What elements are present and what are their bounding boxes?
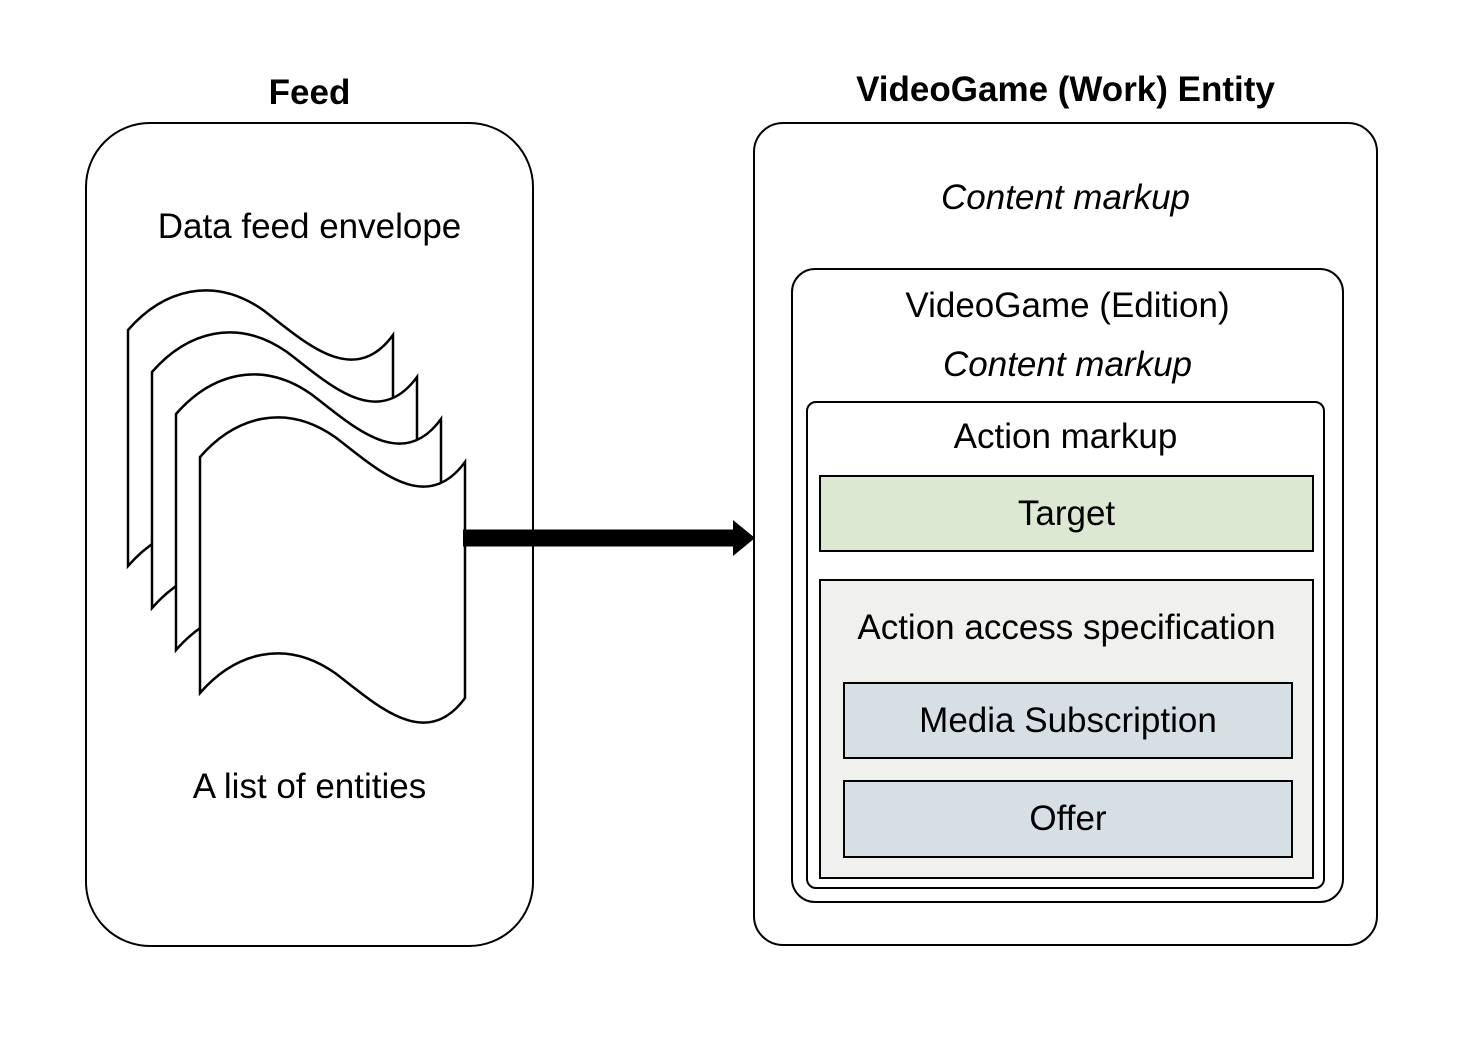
document-stack-icon xyxy=(126,289,467,724)
offer-label: Offer xyxy=(1029,799,1107,838)
edition-title: VideoGame (Edition) xyxy=(905,286,1230,325)
media-subscription-label: Media Subscription xyxy=(919,700,1217,740)
entity-title: VideoGame (Work) Entity xyxy=(856,70,1275,109)
work-content-markup-label: Content markup xyxy=(940,178,1191,217)
media-subscription-box: Media Subscription xyxy=(843,682,1293,759)
edition-content-markup-label: Content markup xyxy=(942,345,1193,384)
flow-arrow xyxy=(463,520,755,556)
target-label: Target xyxy=(1017,493,1116,533)
feed-title: Feed xyxy=(268,73,351,112)
videogame-work-entity-box: Content markup VideoGame (Edition) Conte… xyxy=(753,122,1378,946)
feed-box: Data feed envelope A list of entities xyxy=(85,122,534,947)
action-access-spec-box: Action access specification Media Subscr… xyxy=(819,579,1314,879)
data-feed-envelope-label: Data feed envelope xyxy=(157,207,462,246)
action-markup-box: Action markup Target Action access speci… xyxy=(806,401,1325,889)
offer-box: Offer xyxy=(843,780,1293,858)
entities-list-label: A list of entities xyxy=(192,767,427,806)
target-box: Target xyxy=(819,475,1314,552)
videogame-edition-box: VideoGame (Edition) Content markup Actio… xyxy=(791,268,1344,903)
action-markup-title: Action markup xyxy=(953,417,1178,456)
action-access-spec-title: Action access specification xyxy=(857,608,1276,647)
